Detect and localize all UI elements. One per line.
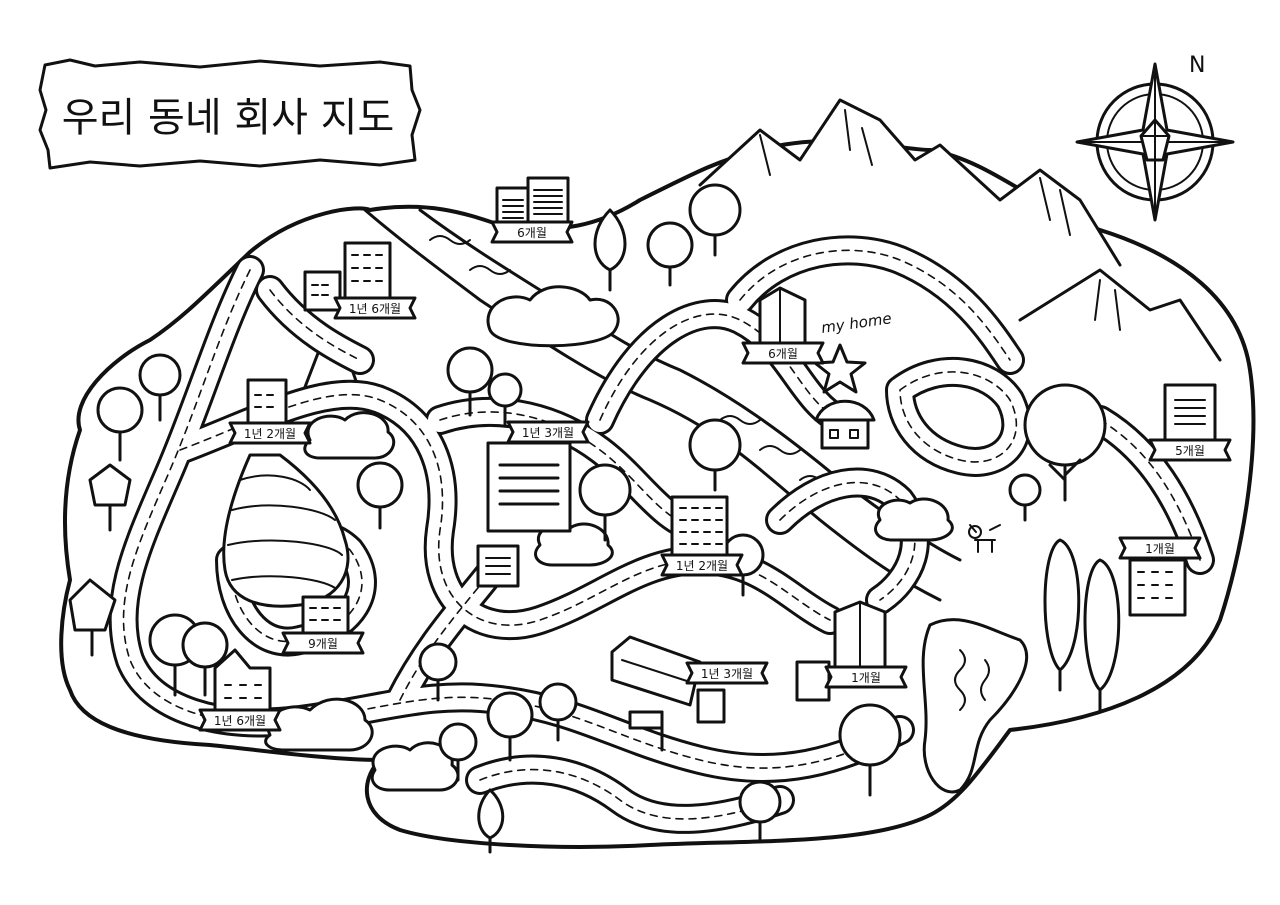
title-banner: 우리 동네 회사 지도 [38,58,422,170]
duration-label-text: 1년 6개월 [214,714,266,728]
duration-label-text: 1개월 [851,671,881,685]
clouds [264,285,954,792]
duration-label: 1개월 [1118,536,1202,560]
duration-label-text: 1년 2개월 [676,559,728,573]
duration-label: 5개월 [1148,438,1232,462]
duration-label: 6개월 [490,220,574,244]
company-building-c11 [795,600,887,702]
duration-label-text: 1년 3개월 [701,667,753,681]
duration-label-text: 1개월 [1145,542,1175,556]
duration-label-text: 6개월 [517,226,547,240]
company-building-c9 [301,595,350,637]
duration-label-text: 1년 3개월 [522,426,574,440]
river [363,208,962,602]
map-title: 우리 동네 회사 지도 [62,95,395,141]
duration-label: 6개월 [741,341,825,365]
duration-label-text: 6개월 [768,347,798,361]
company-building-c8 [1128,558,1187,617]
duration-label: 1년 3개월 [685,661,769,685]
lake [921,618,1028,794]
duration-labels: 6개월 1년 6개월 6개월 1년 2개월 1년 3개월 5개월 1년 2개월 [198,220,1232,732]
company-building-c6 [1163,383,1217,442]
duration-label-text: 1년 2개월 [244,427,296,441]
buildings [213,176,1217,724]
duration-label: 1개월 [824,665,908,689]
company-building-c3 [758,286,807,347]
duration-label-text: 1년 6개월 [349,302,401,316]
company-building-c4 [246,378,288,427]
duration-label: 1년 2개월 [228,421,312,445]
spiral-hill [222,453,350,608]
compass-north-label: N [1189,53,1205,78]
company-building-c10 [610,635,726,724]
company-building-c5 [476,441,572,588]
compass-rose-icon: N [1075,53,1235,222]
cat-icon [968,524,1001,553]
duration-label: 1년 3개월 [506,420,590,444]
duration-label-text: 5개월 [1175,444,1205,458]
duration-label: 1년 6개월 [198,708,282,732]
duration-label: 9개월 [281,631,365,655]
duration-label-text: 9개월 [308,637,338,651]
company-building-c7 [670,495,729,561]
duration-label: 1년 6개월 [333,296,417,320]
duration-label: 1년 2개월 [660,553,744,577]
flag-icon [628,710,664,752]
house-icon [814,399,876,450]
